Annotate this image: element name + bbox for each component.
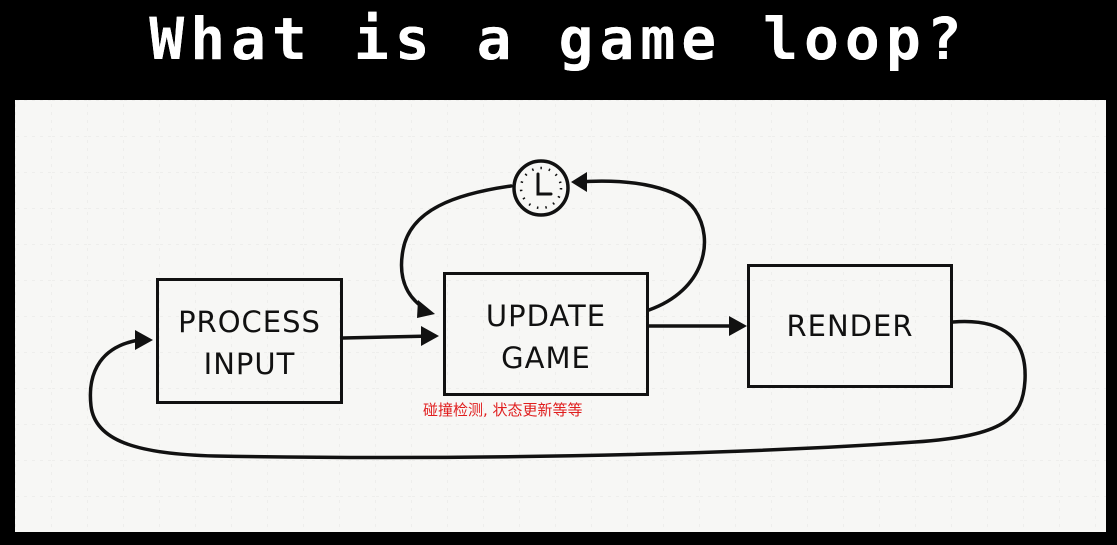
- node-process-input-line1: PROCESS: [178, 305, 321, 339]
- node-update-game-line1: UPDATE: [485, 299, 607, 333]
- node-update-game: UPDATE GAME: [443, 272, 649, 396]
- update-loop-arc-left: [399, 184, 513, 312]
- arrow-head-into-update: [417, 300, 435, 318]
- arrow-input-to-update: [341, 334, 435, 340]
- update-game-annotation: 碰撞检测, 状态更新等等: [423, 401, 583, 419]
- node-render-line1: RENDER: [786, 309, 914, 343]
- return-loop-arrow: [88, 319, 1027, 460]
- arrow-head-into-process-input: [135, 330, 153, 350]
- node-process-input: PROCESS INPUT: [156, 278, 343, 404]
- node-render: RENDER: [747, 264, 953, 388]
- slide-title: What is a game loop?: [149, 5, 968, 73]
- arrow-head-update-to-render: [729, 316, 747, 336]
- arrow-head-input-to-update: [421, 326, 439, 346]
- node-update-game-line2: GAME: [501, 341, 591, 375]
- arrow-head-into-clock: [571, 172, 587, 192]
- diagram-board: PROCESS INPUT UPDATE GAME RENDER 碰撞检测, 状…: [15, 100, 1106, 532]
- update-loop-arc-right: [575, 179, 707, 312]
- node-process-input-line2: INPUT: [203, 347, 296, 381]
- clock-icon: [512, 159, 570, 217]
- diagram-canvas: [15, 100, 1106, 532]
